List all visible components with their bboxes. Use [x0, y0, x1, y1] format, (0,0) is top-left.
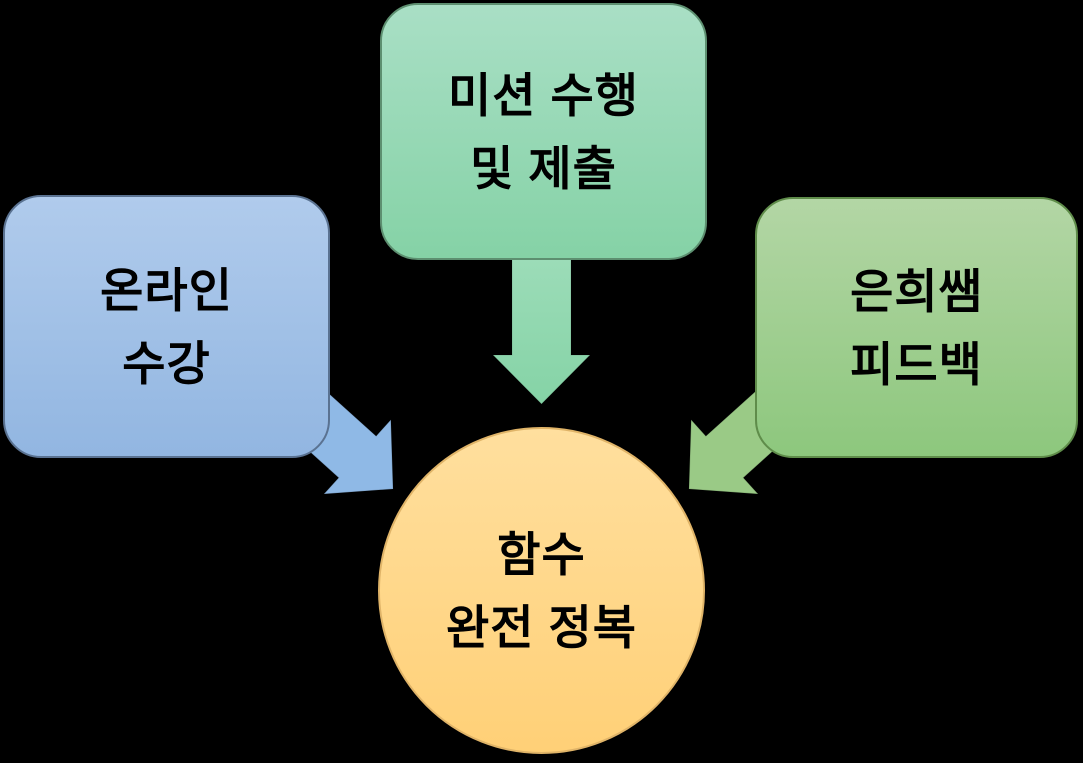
node-mission-submit-label-line2: 및 제출 — [470, 141, 617, 195]
node-goal-circle: 함수 완전 정복 — [378, 427, 705, 754]
node-online-course-label-line1: 온라인 — [100, 263, 233, 317]
node-goal-label-line1: 함수 — [497, 527, 586, 581]
node-teacher-feedback-label-line2: 피드백 — [850, 337, 983, 391]
node-mission-submit: 미션 수행 및 제출 — [380, 3, 707, 260]
node-teacher-feedback-label-line1: 은희쌤 — [850, 264, 983, 318]
node-mission-submit-label-line1: 미션 수행 — [447, 68, 640, 122]
node-online-course-label-line2: 수강 — [122, 336, 211, 390]
node-online-course: 온라인 수강 — [3, 195, 330, 458]
node-teacher-feedback: 은희쌤 피드백 — [755, 197, 1078, 458]
node-goal-label-line2: 완전 정복 — [445, 600, 638, 654]
arrow-mission-to-goal-icon — [491, 257, 592, 405]
